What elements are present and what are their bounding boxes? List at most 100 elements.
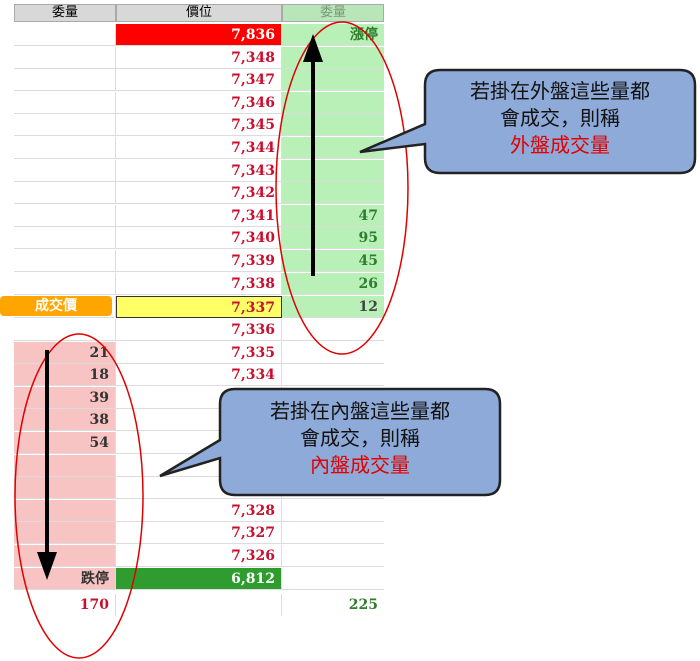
ask-left-cell [14, 272, 116, 295]
bid-volume: 21 [14, 341, 116, 364]
bid-volume [14, 319, 116, 341]
ask-row: 7,344 [14, 137, 384, 159]
ask-left-cell [14, 250, 116, 272]
ask-volume [282, 114, 384, 137]
ask-left-cell [14, 114, 116, 137]
callout-outer-bubble [359, 68, 697, 175]
callout-inner-text: 若掛在內盤這些量都 會成交，則稱 內盤成交量 [220, 398, 500, 479]
callout-inner-line1: 若掛在內盤這些量都 [270, 399, 450, 423]
bid-price: 7,327 [116, 522, 282, 545]
ask-volume [282, 159, 384, 182]
callout-outer-line3: 外盤成交量 [510, 133, 610, 157]
bid-right-cell [282, 364, 384, 387]
ask-price: 7,341 [116, 204, 282, 227]
limit-up-price: 7,836 [116, 24, 282, 46]
ask-volume: 47 [282, 204, 384, 227]
ask-left-cell [14, 69, 116, 92]
bid-volume: 54 [14, 432, 116, 454]
ask-left-cell [14, 46, 116, 69]
bid-right-cell [282, 342, 384, 364]
bid-price: 7,335 [116, 341, 282, 364]
ask-row: 7,342 [14, 182, 384, 205]
bid-volume [14, 499, 116, 522]
total-ask-volume: 225 [348, 597, 378, 613]
ask-price: 7,342 [116, 182, 282, 205]
ask-left-cell [14, 182, 116, 205]
bid-row: 39 [14, 386, 384, 409]
ask-volume [282, 91, 384, 114]
limit-up-label: 漲停 [282, 24, 384, 46]
trade-ask-volume: 12 [282, 296, 384, 318]
callout-inner-line2: 會成交，則稱 [300, 426, 420, 450]
bid-volume [14, 454, 116, 477]
bid-price: 7,334 [116, 364, 282, 387]
bid-price: 7,326 [116, 545, 282, 567]
ask-volume [282, 69, 384, 92]
bid-row: 7,336 [14, 319, 384, 341]
ask-row: 7,343 [14, 159, 384, 182]
ask-price: 7,339 [116, 250, 282, 272]
bid-row: 7,327 [14, 522, 384, 545]
ask-ellipse [275, 21, 409, 355]
ask-price: 7,344 [116, 137, 282, 159]
ask-price: 7,343 [116, 159, 282, 182]
bid-right-cell [282, 522, 384, 545]
ask-volume: 45 [282, 250, 384, 272]
trade-price-row: 7,337 12 [14, 296, 384, 318]
trade-price: 7,337 [116, 296, 282, 318]
callout-outer-line2: 會成交，則稱 [500, 106, 620, 130]
limit-down-label: 跌停 [14, 567, 116, 590]
bid-price: 7,328 [116, 499, 282, 522]
ask-left-cell [14, 159, 116, 182]
header-ask-volume: 委量 [282, 4, 384, 22]
ask-row: 7,345 [14, 114, 384, 137]
trade-left-cell [14, 296, 116, 318]
ask-left-cell [14, 137, 116, 159]
bid-row: 38 [14, 409, 384, 432]
ask-price: 7,340 [116, 227, 282, 250]
ask-left-cell [14, 204, 116, 227]
bid-right-cell [282, 545, 384, 567]
bid-price: 7,336 [116, 319, 282, 341]
ask-left-cell [14, 227, 116, 250]
bid-right-cell [282, 568, 384, 590]
bid-volume: 39 [14, 386, 116, 409]
ask-row: 7,347 [14, 69, 384, 92]
bid-volume [14, 545, 116, 567]
totals-row: 170 225 [14, 594, 384, 616]
callout-outer-text: 若掛在外盤這些量都 會成交，則稱 外盤成交量 [425, 78, 695, 159]
callout-inner-line3: 內盤成交量 [310, 453, 410, 477]
ask-volume [282, 182, 384, 205]
bid-ellipse [14, 333, 144, 659]
bid-volume: 38 [14, 409, 116, 432]
header-bid-volume: 委量 [14, 4, 116, 22]
ask-row: 7,346 [14, 91, 384, 114]
down-arrow-head [37, 552, 57, 580]
ask-price: 7,345 [116, 114, 282, 137]
total-mid-cell [116, 594, 282, 616]
ask-volume: 95 [282, 227, 384, 250]
ask-price: 7,347 [116, 69, 282, 92]
bid-volume [14, 522, 116, 545]
ask-volume: 26 [282, 272, 384, 295]
ask-left-cell [14, 91, 116, 114]
ask-left-cell [14, 24, 116, 46]
ask-price: 7,346 [116, 91, 282, 114]
bid-right-cell [282, 319, 384, 341]
callout-outer-line1: 若掛在外盤這些量都 [470, 79, 650, 103]
ask-price: 7,348 [116, 46, 282, 69]
ask-volume [282, 137, 384, 159]
bid-row: 7,328 [14, 499, 384, 522]
bid-right-cell [282, 477, 384, 500]
header-price: 價位 [116, 4, 282, 22]
callout-inner-bubble [159, 387, 502, 497]
total-bid-volume: 170 [14, 594, 116, 616]
bid-volume [14, 477, 116, 500]
